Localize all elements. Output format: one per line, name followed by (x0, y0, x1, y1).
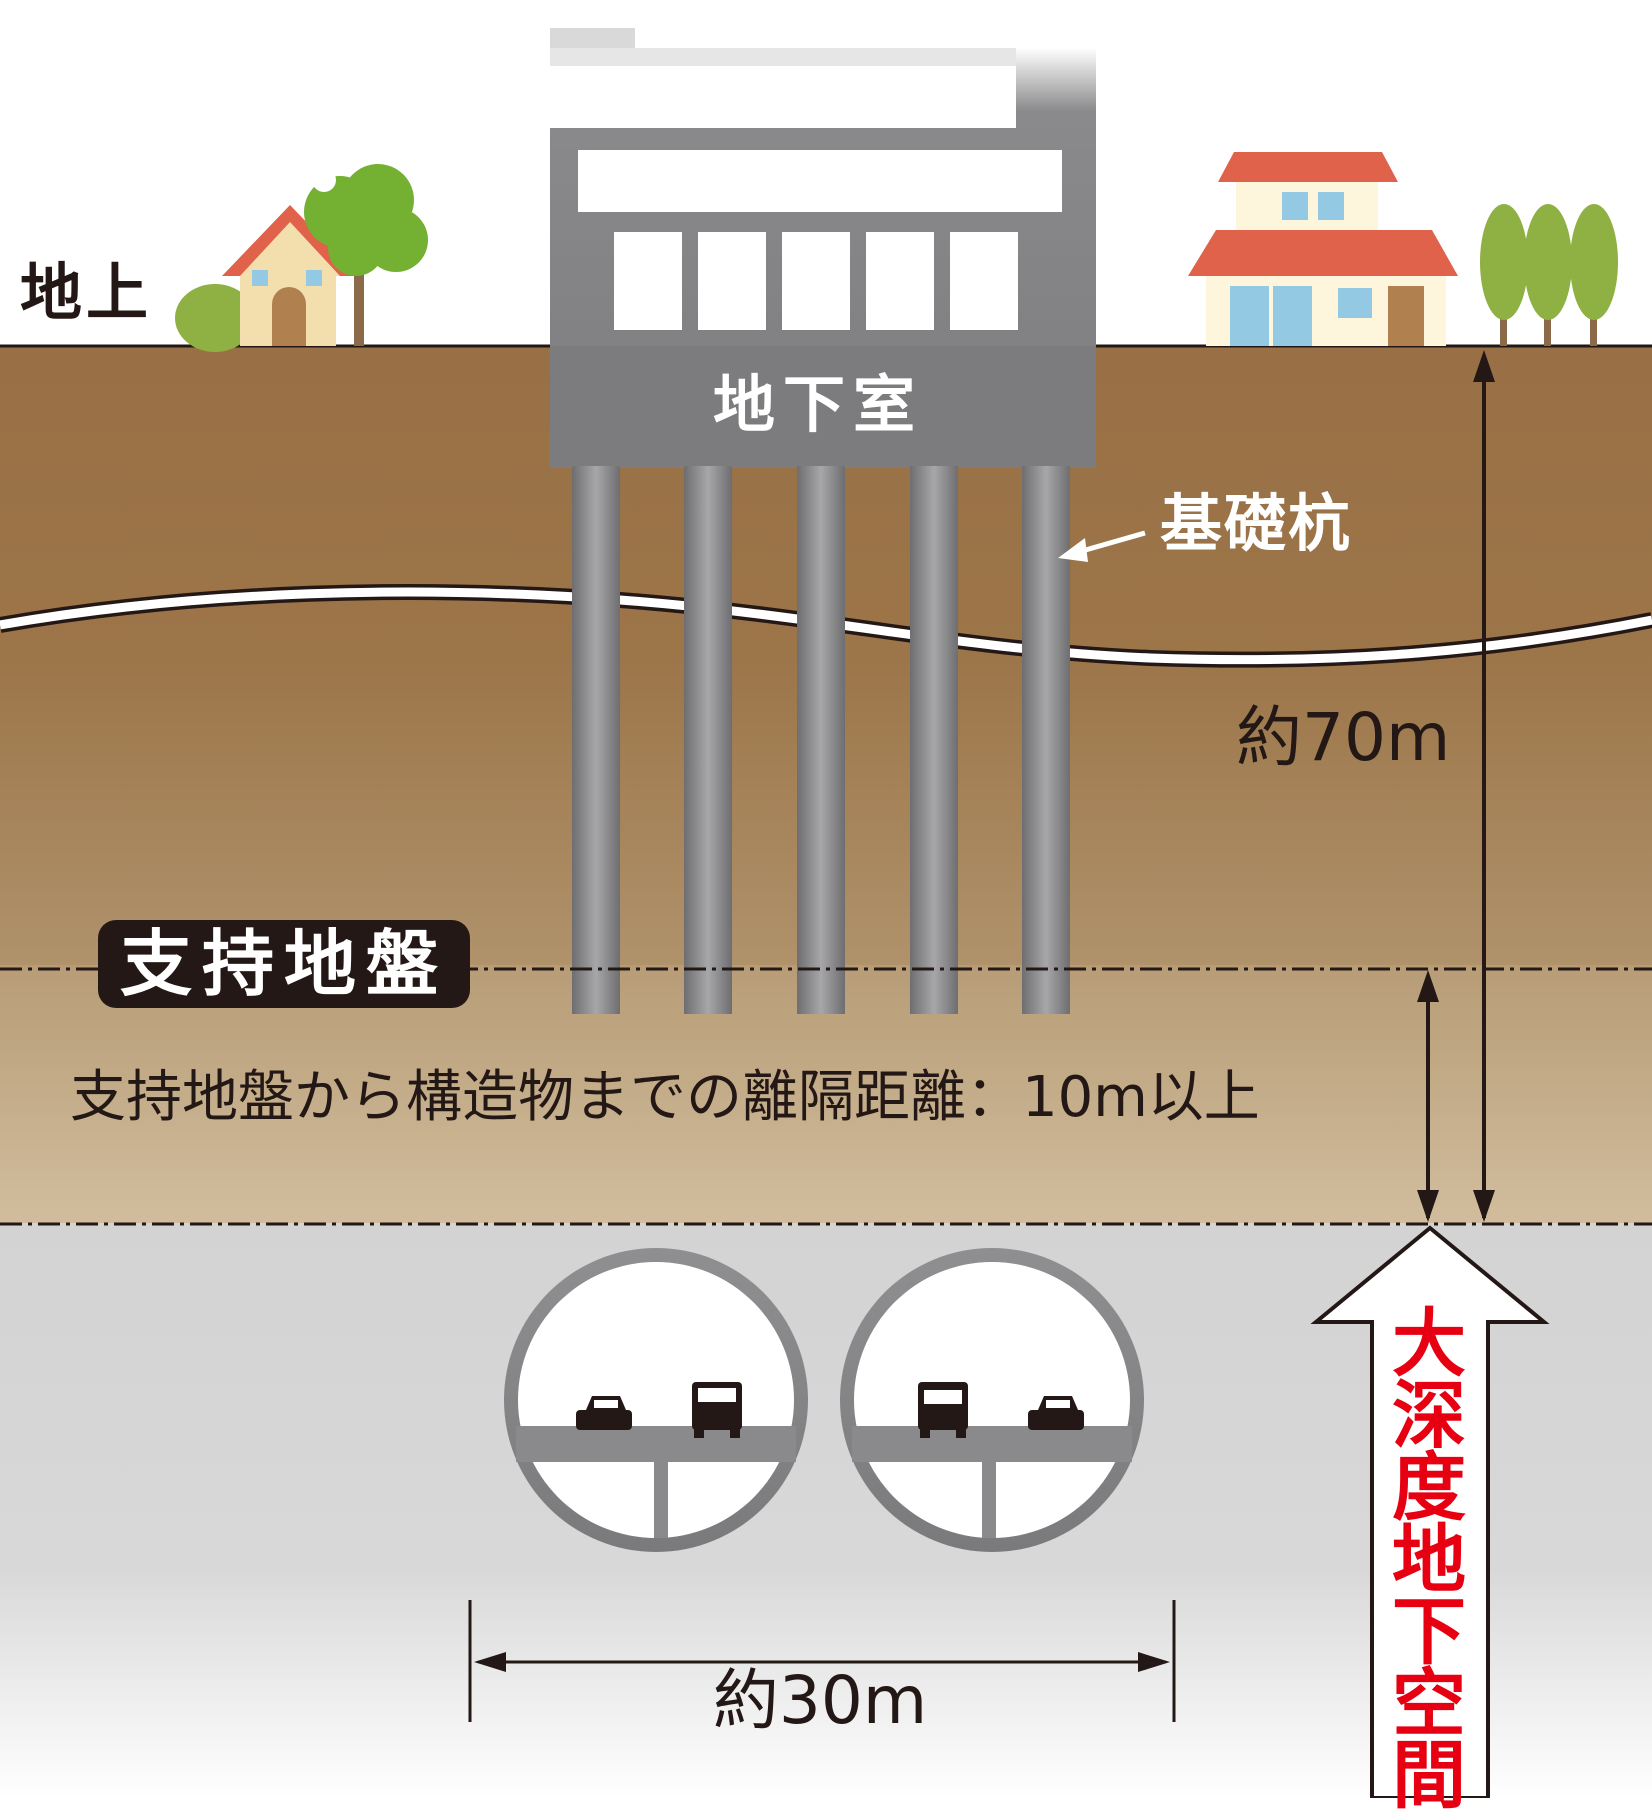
foundation-piles-label: 基礎杭 (1160, 487, 1353, 560)
width-30m-label: 約30m (712, 1662, 928, 1739)
deciduous-tree (304, 164, 428, 346)
foundation-piles (572, 466, 1070, 1014)
deep-space-up-arrow (1310, 1225, 1550, 1798)
pile-pointer-arrow (1058, 530, 1146, 562)
small-house (175, 205, 358, 352)
width-30m-dimension (468, 1600, 1176, 1722)
separation-10m-arrow (1417, 970, 1439, 1222)
bearing-layer-label: 支持地盤 (98, 920, 470, 1008)
two-story-house (1188, 152, 1458, 346)
building (550, 28, 1096, 468)
depth-70m-arrow (1473, 350, 1495, 1222)
tunnel-left (504, 1248, 808, 1552)
depth-70m-label: 約70m (1236, 699, 1451, 776)
tunnel-right (840, 1248, 1144, 1552)
deep-underground-label: 大深度地下空間 (1392, 1301, 1466, 1819)
basement (550, 346, 1096, 466)
basement-label: 地下室 (712, 368, 923, 441)
conifer-trees (1480, 204, 1618, 346)
separation-distance-label: 支持地盤から構造物までの離隔距離：10m以上 (70, 1065, 1260, 1130)
ground-label: 地上 (20, 256, 153, 329)
